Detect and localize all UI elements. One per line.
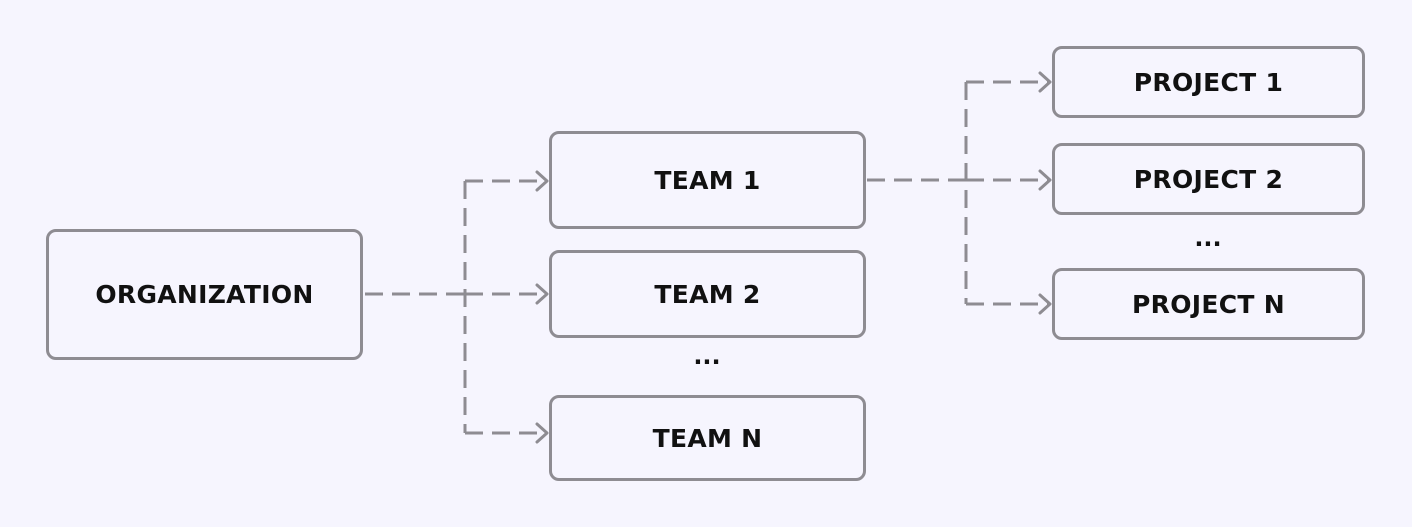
arrowhead-project-n [1038, 293, 1052, 315]
arrowhead-project-2 [1038, 169, 1052, 191]
project-node: PROJECT 1 [1052, 46, 1365, 118]
team-label: TEAM 1 [654, 165, 761, 195]
organization-label: ORGANIZATION [95, 280, 314, 309]
project-node: PROJECT N [1052, 268, 1365, 340]
team-label: TEAM 2 [654, 279, 761, 309]
teams-ellipsis: ... [693, 342, 721, 370]
organization-node: ORGANIZATION [46, 229, 363, 360]
team-node: TEAM N [549, 395, 866, 481]
project-node: PROJECT 2 [1052, 143, 1365, 215]
projects-ellipsis: ... [1194, 224, 1222, 252]
arrowhead-team-2 [535, 283, 549, 305]
team-node: TEAM 2 [549, 250, 866, 338]
arrowhead-project-1 [1038, 71, 1052, 93]
project-label: PROJECT N [1132, 289, 1285, 319]
team-node: TEAM 1 [549, 131, 866, 229]
project-label: PROJECT 2 [1133, 164, 1284, 194]
project-label: PROJECT 1 [1133, 67, 1284, 97]
arrowhead-team-n [535, 422, 549, 444]
team-label: TEAM N [652, 423, 763, 453]
arrowhead-team-1 [535, 170, 549, 192]
